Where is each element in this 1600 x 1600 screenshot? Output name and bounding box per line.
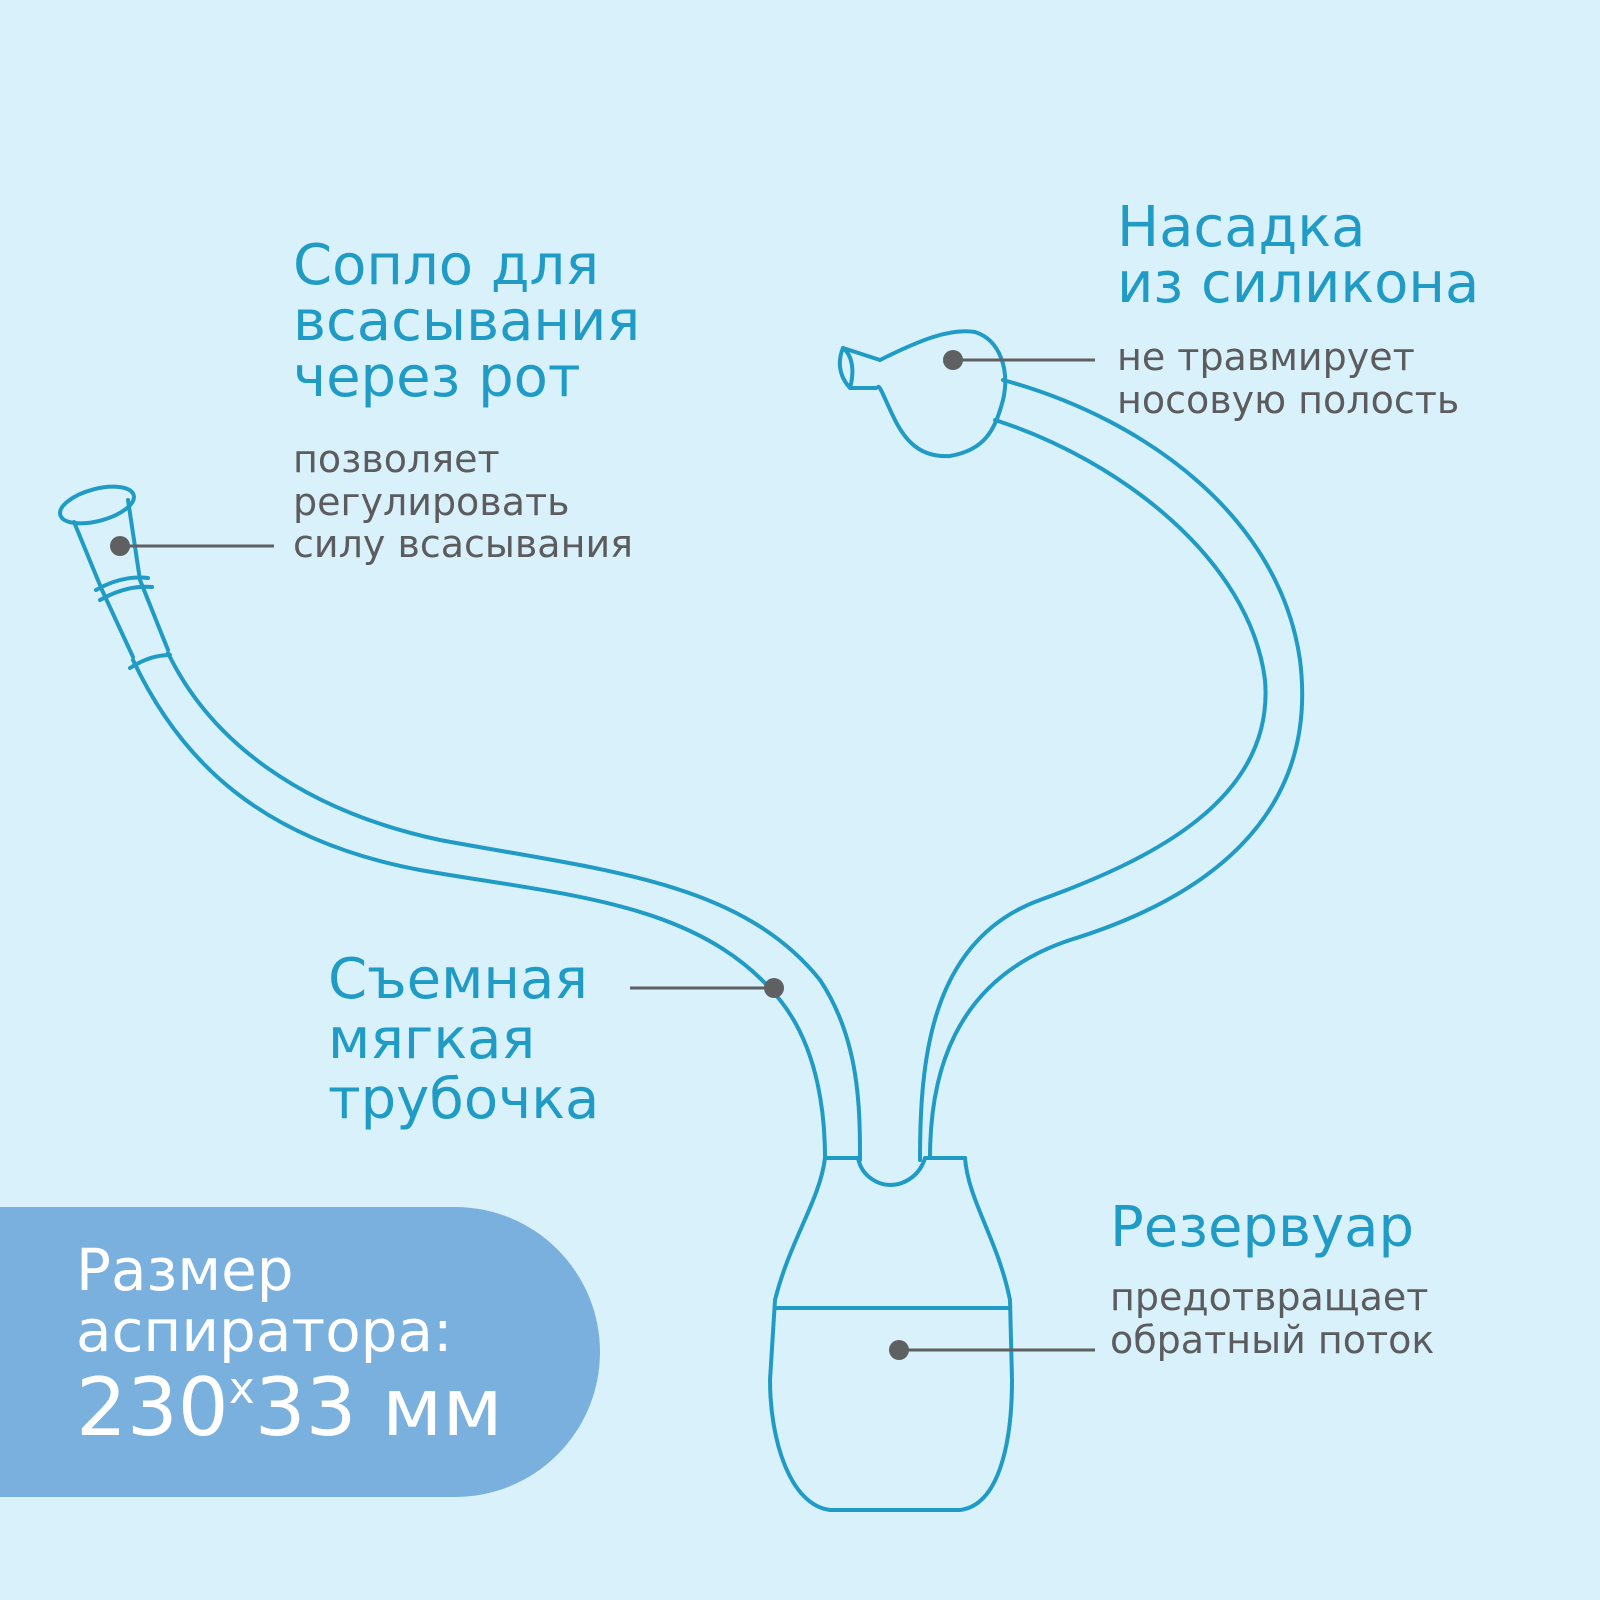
reservoir-description: предотвращает обратный поток (1110, 1276, 1434, 1361)
size-separator: x (228, 1362, 255, 1414)
reservoir-title-line: Резервуар (1110, 1195, 1415, 1260)
tube-title-line: Съемная (328, 947, 588, 1012)
size-info: Размер аспиратора: 230x33 мм (76, 1240, 503, 1450)
right-tube-icon (918, 378, 1305, 1162)
mouthpiece-title-line: через рот (293, 345, 581, 410)
reservoir-description-line: обратный поток (1110, 1317, 1435, 1362)
mouthpiece-description-line: позволяет (293, 437, 500, 481)
reservoir-description-line: предотвращает (1110, 1275, 1429, 1319)
nozzle-description-line: носовую полость (1117, 377, 1460, 422)
nozzle-title-line: из силикона (1117, 251, 1480, 316)
nozzle-callout-dot (943, 350, 963, 370)
mouthpiece-description-line: силу всасывания (293, 522, 633, 567)
left-tube-icon (131, 651, 862, 1162)
nozzle-title-line: Насадка (1117, 195, 1366, 260)
reservoir-title: Резервуар (1110, 1200, 1414, 1256)
size-height: 33 (254, 1360, 357, 1454)
mouthpiece-title-line: всасывания (293, 289, 641, 354)
mouthpiece-description-line: регулировать (293, 479, 570, 524)
tube-callout-dot (764, 978, 784, 998)
reservoir-callout-dot (889, 1340, 909, 1360)
nozzle-description: не травмирует носовую полость (1117, 336, 1459, 421)
mouthpiece-callout-dot (110, 536, 130, 556)
tube-title-line: трубочка (328, 1066, 600, 1132)
size-label-line-1: Размер (76, 1236, 294, 1304)
size-panel (0, 1207, 600, 1497)
tube-title-line: мягкая (328, 1006, 536, 1072)
mouthpiece-icon (58, 484, 172, 670)
size-dimensions: 230x33 мм (76, 1362, 503, 1450)
nozzle-description-line: не травмирует (1117, 335, 1415, 379)
nozzle-title: Насадка из силикона (1117, 200, 1479, 312)
reservoir-icon (768, 1156, 1014, 1512)
size-label-line-2: аспиратора: (76, 1296, 453, 1365)
size-unit: мм (381, 1360, 503, 1454)
silicone-nozzle-icon (837, 329, 1008, 459)
tube-title: Съемная мягкая трубочка (328, 950, 599, 1130)
size-width: 230 (76, 1360, 229, 1454)
mouthpiece-description: позволяет регулировать силу всасывания (293, 438, 633, 566)
mouthpiece-title: Сопло для всасывания через рот (293, 238, 640, 406)
mouthpiece-title-line: Сопло для (293, 233, 600, 298)
